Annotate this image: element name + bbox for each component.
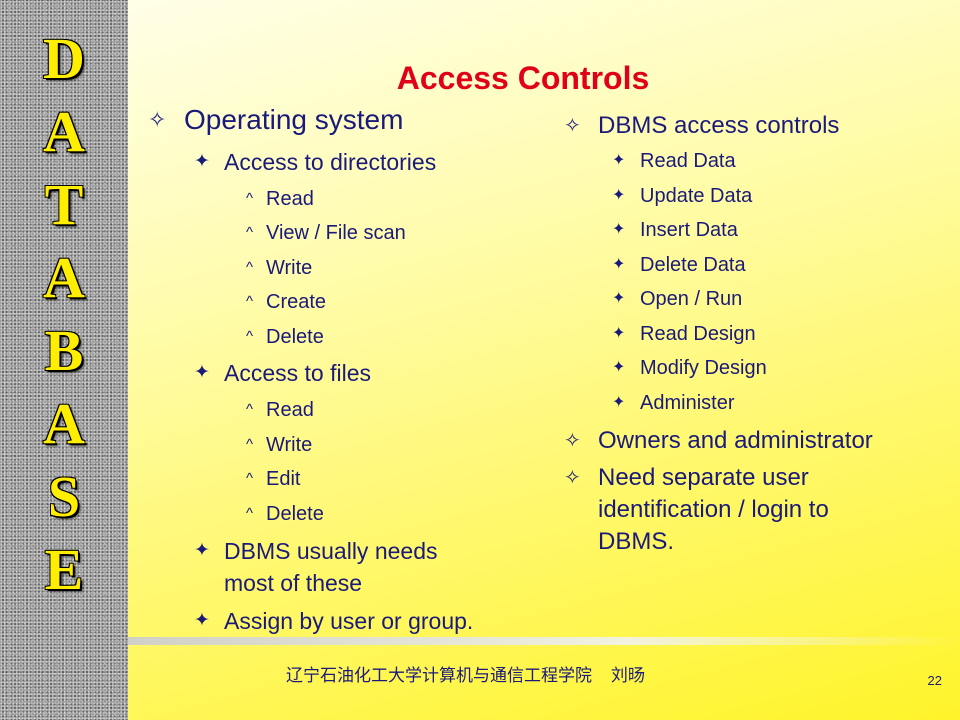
side-letter: D: [43, 26, 85, 91]
list-item: ✦ Read Data: [612, 148, 736, 174]
list-item: ^ Read: [246, 397, 314, 423]
list-item-text: Write: [266, 257, 313, 279]
four-point-star-icon: ✦: [612, 256, 626, 273]
list-item: ^ Write: [246, 255, 313, 281]
side-letter: E: [44, 537, 84, 602]
side-strip: D A T A B A S E: [0, 0, 128, 720]
caret-up-icon: ^: [246, 190, 254, 207]
list-item-text: most of these: [224, 570, 363, 596]
list-item-text: Read: [266, 188, 314, 210]
list-item-text: DBMS.: [598, 528, 675, 555]
page-number: 22: [927, 673, 942, 688]
list-item: ✦ Update Data: [612, 183, 753, 209]
list-item: ^ Read: [246, 186, 314, 212]
list-item: ^ Write: [246, 432, 313, 458]
right-heading: ✧ DBMS access controls: [564, 110, 840, 142]
list-item: ✦ Administer: [612, 390, 735, 416]
four-point-star-icon: ✦: [612, 359, 626, 376]
four-point-star-icon: ✦: [612, 152, 626, 169]
four-point-star-icon: ✦: [194, 151, 210, 172]
list-item-text: DBMS usually needs: [224, 538, 438, 564]
list-item-text: Open / Run: [640, 288, 743, 310]
list-item-text: Read Design: [640, 323, 756, 345]
list-item-continuation: identification / login to: [598, 494, 829, 526]
list-item: ✦ Insert Data: [612, 217, 738, 243]
side-letter: S: [47, 464, 81, 529]
caret-up-icon: ^: [246, 259, 254, 276]
list-item: ✧ Need separate user: [564, 462, 809, 494]
list-item-text: Owners and administrator: [598, 427, 873, 454]
list-item: ^ View / File scan: [246, 220, 406, 246]
list-item-text: Read: [266, 399, 314, 421]
list-item-continuation: most of these: [224, 567, 362, 599]
side-letter: B: [44, 318, 84, 383]
four-point-star-icon: ✦: [612, 221, 626, 238]
caret-up-icon: ^: [246, 224, 254, 241]
list-item: ^ Delete: [246, 324, 324, 350]
four-point-star-outline-icon: ✧: [564, 115, 581, 137]
four-point-star-icon: ✦: [194, 362, 210, 383]
list-item: ✦ Delete Data: [612, 252, 746, 278]
side-letter: T: [44, 172, 84, 237]
list-item: ✦ Modify Design: [612, 355, 767, 381]
caret-up-icon: ^: [246, 505, 254, 522]
side-letter: A: [43, 99, 85, 164]
list-item-continuation: DBMS.: [598, 526, 674, 558]
four-point-star-icon: ✦: [612, 187, 626, 204]
list-item: ✦ DBMS usually needs: [194, 535, 438, 567]
list-item: ✦ Read Design: [612, 321, 756, 347]
list-item: ✧ Owners and administrator: [564, 425, 873, 457]
list-item-text: Update Data: [640, 185, 753, 207]
caret-up-icon: ^: [246, 470, 254, 487]
list-item-text: Access to directories: [224, 149, 437, 175]
list-item: ✦ Access to files: [194, 357, 371, 389]
footer-text: 辽宁石油化工大学计算机与通信工程学院 刘旸: [286, 666, 645, 685]
list-item: ✦ Assign by user or group.: [194, 605, 474, 637]
side-letter: A: [43, 245, 85, 310]
caret-up-icon: ^: [246, 401, 254, 418]
list-item-text: Delete: [266, 503, 324, 525]
list-item-text: Edit: [266, 468, 301, 490]
list-item-text: View / File scan: [266, 222, 406, 244]
list-item: ^ Delete: [246, 501, 324, 527]
list-item: ✦ Access to directories: [194, 146, 437, 178]
four-point-star-outline-icon: ✧: [148, 107, 167, 132]
four-point-star-icon: ✦: [194, 540, 210, 561]
right-heading-text: DBMS access controls: [598, 112, 840, 139]
slide-title: Access Controls: [396, 60, 650, 96]
list-item-text: Create: [266, 291, 327, 313]
list-item-text: Delete: [266, 326, 324, 348]
side-title-database: D A T A B A S E: [0, 22, 128, 622]
list-item-text: Access to files: [224, 360, 371, 386]
four-point-star-outline-icon: ✧: [564, 430, 581, 452]
side-letter: A: [43, 391, 85, 456]
list-item: ✦ Open / Run: [612, 286, 743, 312]
list-item-text: Read Data: [640, 150, 736, 172]
list-item-text: identification / login to: [598, 496, 829, 523]
caret-up-icon: ^: [246, 293, 254, 310]
list-item-text: Insert Data: [640, 219, 738, 241]
list-item-text: Administer: [640, 392, 735, 414]
list-item-text: Modify Design: [640, 357, 767, 379]
four-point-star-outline-icon: ✧: [564, 467, 581, 489]
left-heading-text: Operating system: [184, 104, 404, 135]
footer-divider: [128, 637, 960, 645]
list-item-text: Need separate user: [598, 464, 809, 491]
caret-up-icon: ^: [246, 328, 254, 345]
list-item: ^ Edit: [246, 466, 301, 492]
caret-up-icon: ^: [246, 436, 254, 453]
list-item: ^ Create: [246, 289, 327, 315]
list-item-text: Assign by user or group.: [224, 608, 474, 634]
list-item-text: Delete Data: [640, 254, 746, 276]
four-point-star-icon: ✦: [194, 610, 210, 631]
left-heading: ✧ Operating system: [148, 104, 404, 136]
four-point-star-icon: ✦: [612, 325, 626, 342]
four-point-star-icon: ✦: [612, 394, 626, 411]
four-point-star-icon: ✦: [612, 290, 626, 307]
list-item-text: Write: [266, 434, 313, 456]
